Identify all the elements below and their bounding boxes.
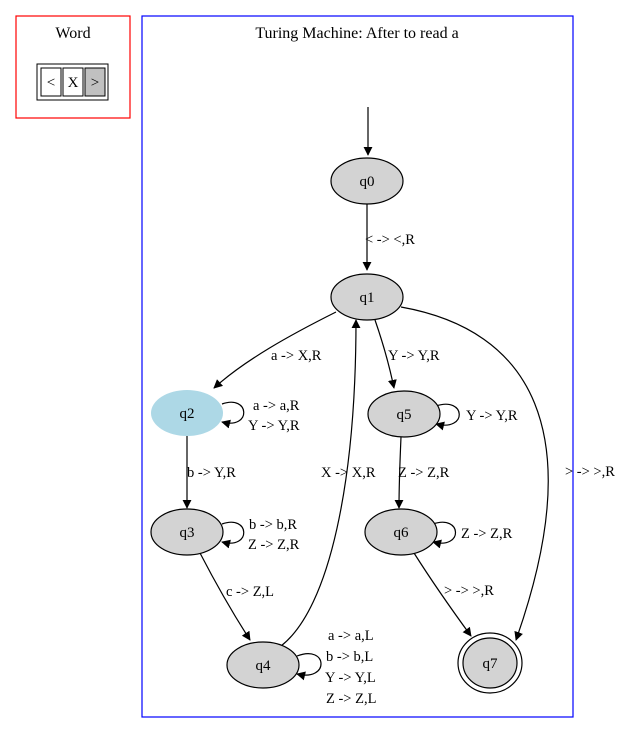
state-label: q1 [360,290,375,306]
edge-q3-q3-loop [221,521,245,549]
tape-outer-border [36,63,109,101]
edge-q5-q5-loop [435,403,460,431]
state-q3: q3 [150,508,224,556]
state-q4-shape [226,641,300,689]
edge-q4-q1 [280,319,361,647]
edge-label: < -> <,R [365,232,415,248]
edge-q6-q6-loop [432,521,457,549]
word-panel-title: Word [55,25,90,42]
edge-q3-q4 [199,552,251,641]
tape-cell-head [84,67,106,97]
edge-label: > -> >,R [565,464,615,480]
edge-q6-q7 [413,552,472,637]
edge-label: Z -> Z,L [326,691,376,707]
state-q0: q0 [330,157,404,205]
state-label: q3 [180,525,195,541]
edge-q1-q2 [213,311,337,389]
edge-q2-q2-loop [221,401,245,429]
edge-label: a -> a,R [253,398,300,414]
state-q7-outer-ring [457,632,523,694]
state-q5: q5 [367,390,441,438]
edge-q1-q7 [400,306,549,641]
word-panel: Word < X > [15,15,131,119]
tape-symbol: > [91,75,99,91]
machine-panel-title: Turing Machine: After to read a [255,25,458,42]
state-label: q0 [360,174,375,190]
edge-label: b -> b,R [249,517,297,533]
edge-label: > -> >,R [444,583,494,599]
edge-label: Y -> Y,R [466,408,518,424]
edge-label: a -> X,R [271,348,322,364]
state-q0-shape [330,157,404,205]
state-label: q6 [394,525,410,541]
edge-q5-q6 [394,436,404,509]
edge-label: Y -> Y,R [388,348,440,364]
tape-symbol: X [68,75,79,91]
state-q6: q6 [364,508,438,556]
edge-label: b -> Y,R [187,465,236,481]
state-label: q5 [397,407,412,423]
edges: < -> <,R a -> X,R Y -> Y,R > -> >,R a ->… [182,107,615,707]
state-q1-shape [330,273,404,321]
state-label: q7 [483,656,499,672]
state-q7-shape [462,637,518,689]
machine-panel: Turing Machine: After to read a [141,15,574,718]
edge-label: Y -> Y,R [248,418,300,434]
edge-label: c -> Z,L [226,584,274,600]
machine-panel-border [141,15,574,718]
edge-label: Y -> Y,L [325,670,376,686]
edge-label: Z -> Z,R [248,537,300,553]
state-q1: q1 [330,273,404,321]
nodes: q0 q1 q2 q3 q4 q5 q6 q7 [150,157,523,694]
edge-label: Z -> Z,R [461,526,513,542]
edge-label: a -> a,L [328,628,374,644]
state-q5-shape [367,390,441,438]
state-q2-current: q2 [151,390,223,436]
edge-label: b -> b,L [326,649,373,665]
tape-cell [40,67,62,97]
edge-label: X -> X,R [321,465,376,481]
state-label: q2 [180,406,195,422]
state-q2-shape [151,390,223,436]
state-q4: q4 [226,641,300,689]
word-panel-border [15,15,131,119]
tape-symbol: < [47,75,55,91]
edge-label: Z -> Z,R [398,465,450,481]
tape-cell [62,67,84,97]
state-q6-shape [364,508,438,556]
edge-q4-q4-loop [296,653,322,681]
state-q7-final: q7 [457,632,523,694]
edge-q1-q5 [374,319,397,389]
state-label: q4 [256,658,272,674]
tape: < X > [36,63,109,101]
state-q3-shape [150,508,224,556]
